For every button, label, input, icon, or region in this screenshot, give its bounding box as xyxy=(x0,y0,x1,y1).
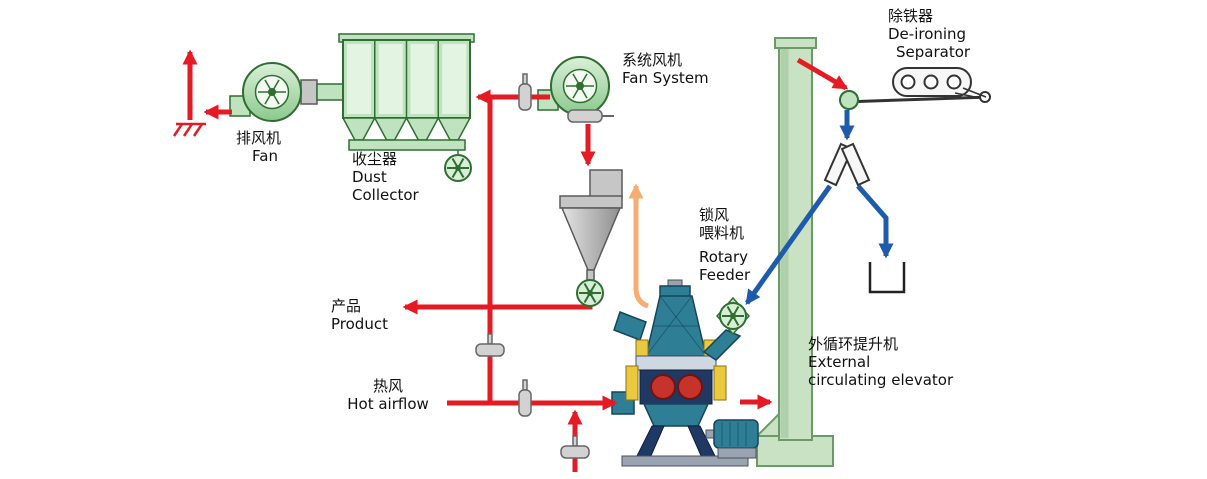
mill-motor xyxy=(705,419,759,459)
label-product: 产品 Product xyxy=(331,297,388,333)
label-de-ironing-en2: Separator xyxy=(896,43,971,61)
label-dust-collector: 收尘器 Dust Collector xyxy=(352,150,419,204)
label-external-elevator-en2: circulating elevator xyxy=(808,371,954,389)
vertical-mill xyxy=(611,279,759,467)
label-exhaust-fan: 排风机 Fan xyxy=(236,129,281,165)
label-rotary-feeder: 锁风 喂料机 Rotary Feeder xyxy=(699,206,750,284)
valve-system-fan-inlet xyxy=(518,73,532,111)
label-hot-airflow-en: Hot airflow xyxy=(347,395,429,413)
grinding-roller-right xyxy=(677,374,703,400)
blue-material-lines xyxy=(744,110,894,306)
label-system-fan: 系统风机 Fan System xyxy=(622,51,709,87)
label-rotary-feeder-en2: Feeder xyxy=(699,266,751,284)
label-hot-airflow: 热风 Hot airflow xyxy=(344,377,432,413)
dust-collector-rotary-valve xyxy=(444,154,472,182)
rotary-feeder-wheel xyxy=(715,296,751,336)
label-rotary-feeder-en1: Rotary xyxy=(699,248,749,266)
label-external-elevator-en1: External xyxy=(808,353,871,371)
valve-main-riser xyxy=(475,333,505,357)
label-product-en: Product xyxy=(331,315,388,333)
label-rotary-feeder-zh2: 喂料机 xyxy=(699,224,745,242)
de-ironing-separator xyxy=(839,67,991,110)
valve-bottom-inlet xyxy=(560,435,590,459)
label-system-fan-zh: 系统风机 xyxy=(622,51,683,69)
label-external-elevator-zh: 外循环提升机 xyxy=(808,335,899,353)
arrow-elevator-to-belt xyxy=(796,57,849,91)
label-hot-airflow-zh: 热风 xyxy=(372,377,403,395)
label-dust-collector-en2: Collector xyxy=(352,186,419,204)
label-external-elevator: 外循环提升机 External circulating elevator xyxy=(808,335,953,389)
damper-gauge-system-fan xyxy=(567,109,614,123)
ground-symbol xyxy=(172,122,206,137)
exhaust-fan xyxy=(229,62,346,122)
cyclone-separator xyxy=(559,169,623,283)
label-de-ironing-separator: 除铁器 De-ironing Separator xyxy=(888,7,970,61)
label-rotary-feeder-zh1: 锁风 xyxy=(699,206,730,224)
label-dust-collector-en1: Dust xyxy=(352,168,387,186)
label-de-ironing-zh: 除铁器 xyxy=(888,7,934,25)
collection-bin xyxy=(868,262,906,294)
arrow-splitter-to-bin xyxy=(856,184,894,259)
external-elevator xyxy=(754,37,834,467)
label-exhaust-fan-zh: 排风机 xyxy=(236,129,282,147)
label-system-fan-en: Fan System xyxy=(622,69,709,87)
arrow-product-out xyxy=(402,299,593,315)
grinding-roller-left xyxy=(650,374,676,400)
label-product-zh: 产品 xyxy=(331,297,362,315)
arrow-splitter-to-feeder xyxy=(744,184,833,306)
cyclone-rotary-valve xyxy=(576,279,604,307)
arrow-recirculation xyxy=(628,183,649,309)
label-exhaust-fan-en: Fan xyxy=(252,147,278,165)
dust-collector xyxy=(338,33,475,156)
splitter-chute xyxy=(823,142,871,187)
material-ball xyxy=(839,90,859,110)
label-dust-collector-zh: 收尘器 xyxy=(352,150,398,168)
system-fan xyxy=(537,56,610,116)
label-de-ironing-en1: De-ironing xyxy=(888,25,967,43)
valve-hot-air-line xyxy=(518,379,532,417)
